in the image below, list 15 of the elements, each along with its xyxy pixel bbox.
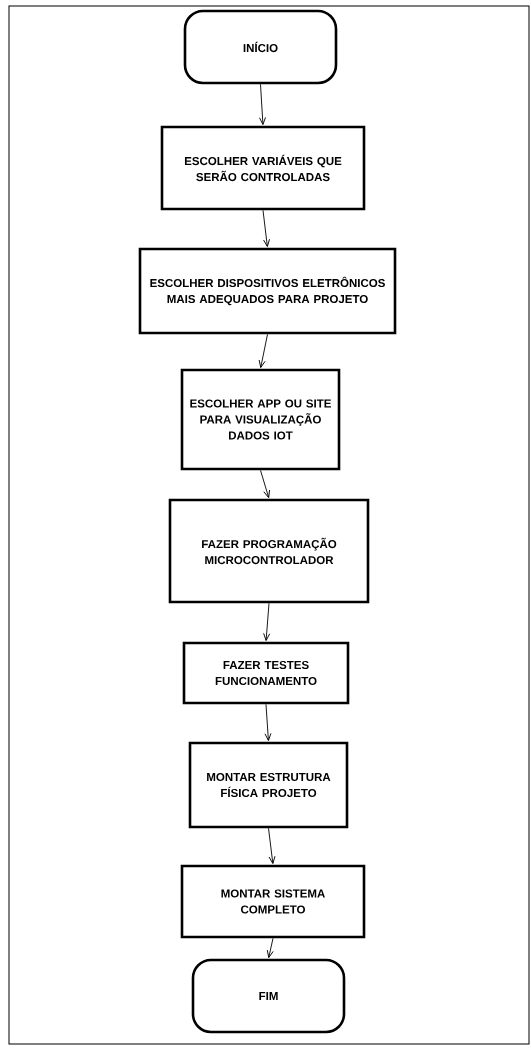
arrow <box>263 602 271 641</box>
arrow <box>266 937 274 959</box>
process-box: FAZER TESTES FUNCIONAMENTO <box>182 641 350 705</box>
arrow <box>264 703 272 741</box>
arrow <box>268 827 276 864</box>
arrow <box>259 83 266 125</box>
process-box: FAZER PROGRAMAÇÃO MICROCONTROLADOR <box>168 498 370 604</box>
arrow <box>262 209 270 247</box>
process-box: ESCOLHER VARIÁVEIS QUE SERÃO CONTROLADAS <box>160 125 366 211</box>
process-box: MONTAR SISTEMA COMPLETO <box>180 864 366 939</box>
arrow <box>260 469 270 499</box>
arrow <box>258 333 268 368</box>
process-box: MONTAR ESTRUTURA FÍSICA PROJETO <box>188 741 349 829</box>
process-box: ESCOLHER DISPOSITIVOS ELETRÔNICOS MAIS ADEQUADOS PARA PROJETO <box>138 247 397 335</box>
process-box: ESCOLHER APP OU SITE PARA VISUALIZAÇÃO DADOS IOT <box>180 368 341 471</box>
